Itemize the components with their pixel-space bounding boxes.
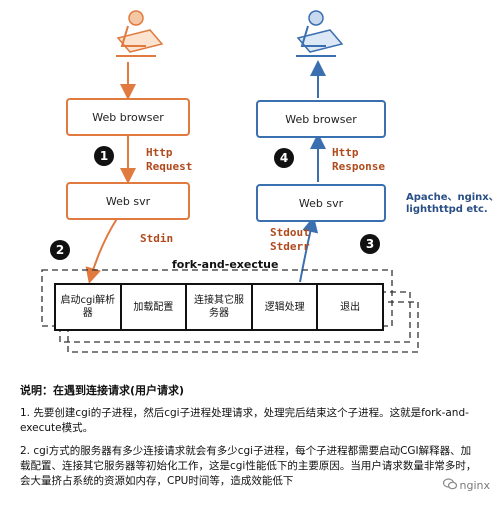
right-browser-box: Web browser (256, 100, 386, 138)
stdin-label: Stdin (140, 232, 174, 245)
step-connect-servers: 连接其它服务器 (187, 285, 253, 329)
left-server-box: Web svr (66, 182, 190, 220)
step-start-cgi-parser: 启动cgi解析器 (56, 285, 122, 329)
right-user-icon (296, 10, 344, 57)
server-examples-note: Apache、nginx、lighthttpd etc. (406, 192, 499, 215)
process-steps: 启动cgi解析器 加载配置 连接其它服务器 逻辑处理 退出 (54, 283, 384, 331)
right-server-box: Web svr (256, 184, 386, 222)
step-load-config: 加载配置 (122, 285, 188, 329)
step-exit: 退出 (340, 301, 361, 313)
note-paragraph-1: 1. 先要创建cgi的子进程，然后cgi子进程处理请求，处理完后结束这个子进程。… (20, 407, 469, 434)
note-paragraph-2: 2. cgi方式的服务器有多少连接请求就会有多少cgi子进程，每个子进程都需要启… (20, 445, 477, 487)
fork-execute-title: fork-and-exectue (172, 258, 279, 271)
watermark-text: nginx (459, 479, 491, 492)
step-number-4: 4 (274, 148, 294, 168)
left-browser-box: Web browser (66, 98, 190, 136)
watermark: nginx (442, 478, 491, 493)
step-number-2: 2 (50, 240, 70, 260)
step-logic-processing: 逻辑处理 (253, 285, 319, 329)
step-number-3: 3 (360, 234, 380, 254)
step-number-1: 1 (94, 146, 114, 166)
notes-title: 说明：在遇到连接请求(用户请求) (20, 384, 185, 397)
wechat-icon (442, 478, 457, 493)
left-user-icon (116, 10, 164, 57)
